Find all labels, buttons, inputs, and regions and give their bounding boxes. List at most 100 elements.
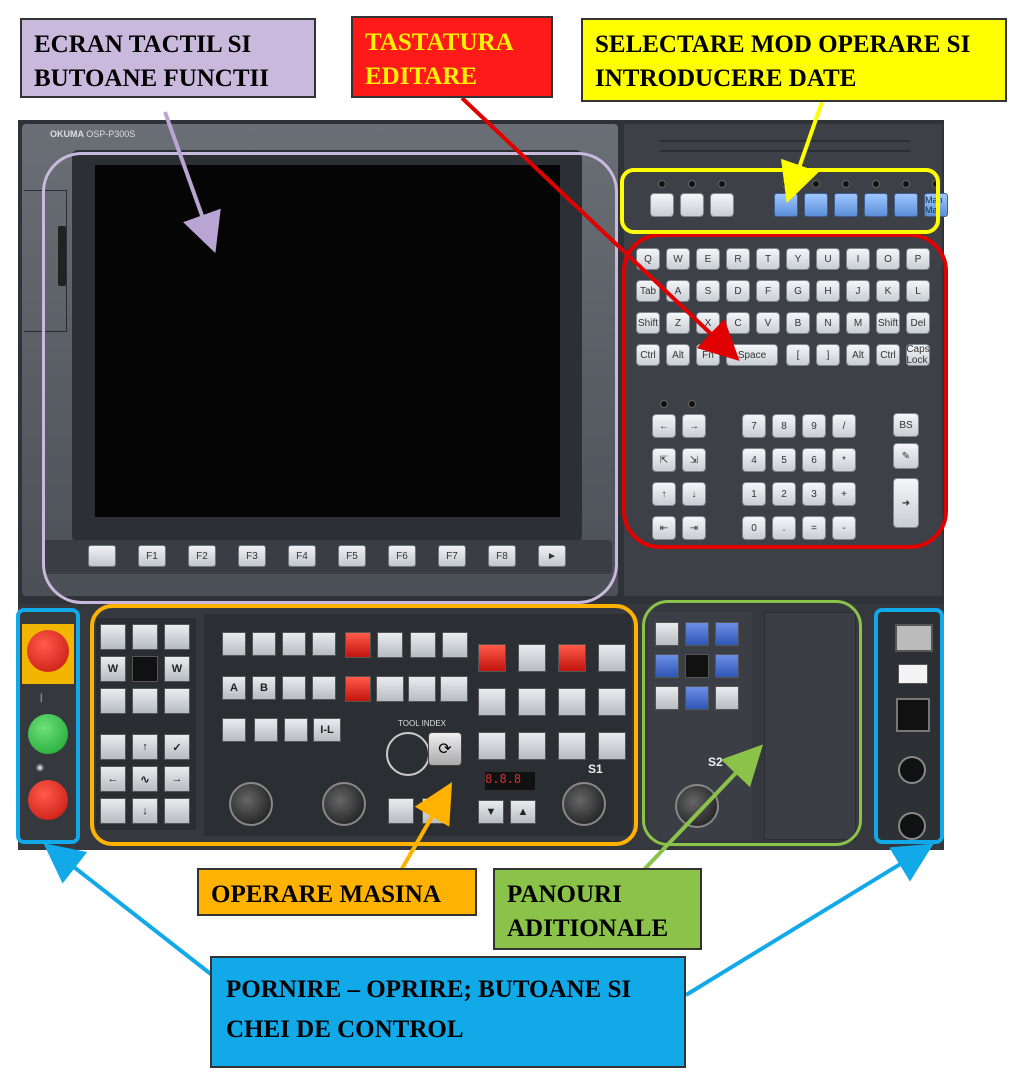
qwerty-key[interactable]: L xyxy=(906,280,930,302)
mode-key[interactable] xyxy=(680,193,704,217)
qwerty-key[interactable]: Ctrl xyxy=(636,344,660,366)
numpad-key[interactable]: 7 xyxy=(742,414,766,438)
axis-key[interactable]: ✓ xyxy=(164,734,190,760)
axis-key[interactable] xyxy=(100,734,126,760)
cursor-key[interactable]: ⇲ xyxy=(682,448,706,472)
numpad-key[interactable]: 2 xyxy=(772,482,796,506)
rapid-dial[interactable] xyxy=(322,782,366,826)
touch-screen[interactable] xyxy=(95,165,560,517)
jog-key[interactable] xyxy=(100,624,126,650)
conveyor-key[interactable] xyxy=(408,676,436,702)
axis-key[interactable]: → xyxy=(164,766,190,792)
tool-index-button[interactable]: ⟳ xyxy=(428,732,462,766)
power-off-button[interactable] xyxy=(28,780,68,820)
key-switch-3[interactable] xyxy=(898,812,926,840)
qwerty-key[interactable]: Ctrl xyxy=(876,344,900,366)
axis-key[interactable] xyxy=(164,798,190,824)
numpad-key[interactable]: / xyxy=(832,414,856,438)
numpad-key[interactable]: 5 xyxy=(772,448,796,472)
coolant-key[interactable] xyxy=(377,632,403,658)
function-key[interactable]: F3 xyxy=(238,545,266,567)
numpad-key[interactable]: 4 xyxy=(742,448,766,472)
cursor-key[interactable]: ↑ xyxy=(652,482,676,506)
spindle-key[interactable] xyxy=(558,732,586,760)
jog-key[interactable]: W xyxy=(100,656,126,682)
additional-key[interactable] xyxy=(685,686,709,710)
cursor-key[interactable]: ⇱ xyxy=(652,448,676,472)
qwerty-key[interactable]: V xyxy=(756,312,780,334)
sequence-key[interactable] xyxy=(284,718,308,742)
qwerty-key[interactable]: [ xyxy=(786,344,810,366)
mode-key[interactable] xyxy=(710,193,734,217)
jog-key[interactable] xyxy=(100,688,126,714)
stop-key[interactable] xyxy=(345,676,371,702)
cursor-key[interactable]: ← xyxy=(652,414,676,438)
axis-key[interactable]: ∿ xyxy=(132,766,158,792)
qwerty-key[interactable]: B xyxy=(786,312,810,334)
power-on-button[interactable] xyxy=(28,714,68,754)
axis-key[interactable] xyxy=(100,798,126,824)
pen-key[interactable]: ✎ xyxy=(893,443,919,469)
spindle-key[interactable] xyxy=(478,644,506,672)
operation-key[interactable] xyxy=(312,632,336,656)
operation-key[interactable] xyxy=(282,632,306,656)
qwerty-key[interactable]: Shift xyxy=(636,312,660,334)
operation-key[interactable] xyxy=(222,632,246,656)
spindle-key[interactable] xyxy=(598,732,626,760)
function-key[interactable]: ► xyxy=(538,545,566,567)
numpad-key[interactable]: 8 xyxy=(772,414,796,438)
qwerty-key[interactable]: D xyxy=(726,280,750,302)
cursor-key[interactable]: ⇥ xyxy=(682,516,706,540)
qwerty-key[interactable]: H xyxy=(816,280,840,302)
numpad-key[interactable]: 0 xyxy=(742,516,766,540)
qwerty-key[interactable]: J xyxy=(846,280,870,302)
axis-key[interactable]: ↓ xyxy=(132,798,158,824)
mode-key[interactable] xyxy=(864,193,888,217)
mode-key[interactable] xyxy=(834,193,858,217)
axis-key[interactable]: ← xyxy=(100,766,126,792)
cursor-key[interactable]: ↓ xyxy=(682,482,706,506)
light-key[interactable] xyxy=(442,632,468,658)
qwerty-key[interactable]: Caps Lock xyxy=(906,344,930,366)
qwerty-key[interactable]: Z xyxy=(666,312,690,334)
usb-port[interactable] xyxy=(895,624,933,652)
jog-key[interactable] xyxy=(132,624,158,650)
sequence-key[interactable] xyxy=(222,718,246,742)
operation-key[interactable]: A xyxy=(222,676,246,700)
jog-key[interactable]: W xyxy=(164,656,190,682)
jog-key[interactable] xyxy=(132,688,158,714)
additional-key[interactable] xyxy=(685,654,709,678)
qwerty-key[interactable]: Del xyxy=(906,312,930,334)
spindle-key[interactable] xyxy=(558,644,586,672)
qwerty-key[interactable]: G xyxy=(786,280,810,302)
numpad-key[interactable]: 3 xyxy=(802,482,826,506)
qwerty-key[interactable]: Tab xyxy=(636,280,660,302)
numpad-key[interactable]: - xyxy=(832,516,856,540)
function-key[interactable]: F5 xyxy=(338,545,366,567)
additional-key[interactable] xyxy=(715,622,739,646)
card-slot[interactable] xyxy=(898,664,928,684)
function-key[interactable] xyxy=(88,545,116,567)
spindle-key[interactable] xyxy=(478,688,506,716)
s2-dial[interactable] xyxy=(675,784,719,828)
qwerty-key[interactable]: K xyxy=(876,280,900,302)
function-key[interactable]: F8 xyxy=(488,545,516,567)
additional-key[interactable] xyxy=(685,622,709,646)
qwerty-key[interactable]: O xyxy=(876,248,900,270)
spindle-key[interactable] xyxy=(518,688,546,716)
additional-key[interactable] xyxy=(655,686,679,710)
qwerty-key[interactable]: Y xyxy=(786,248,810,270)
conveyor-key[interactable] xyxy=(440,676,468,702)
coolant-key[interactable] xyxy=(345,632,371,658)
jog-key[interactable] xyxy=(164,688,190,714)
numpad-key[interactable]: . xyxy=(772,516,796,540)
spindle-key[interactable] xyxy=(598,644,626,672)
spindle-key[interactable] xyxy=(518,732,546,760)
jog-key[interactable] xyxy=(132,656,158,682)
additional-key[interactable] xyxy=(655,654,679,678)
spindle-key[interactable] xyxy=(598,688,626,716)
cursor-key[interactable]: → xyxy=(682,414,706,438)
function-key[interactable]: F2 xyxy=(188,545,216,567)
numpad-key[interactable]: 1 xyxy=(742,482,766,506)
qwerty-key[interactable]: E xyxy=(696,248,720,270)
